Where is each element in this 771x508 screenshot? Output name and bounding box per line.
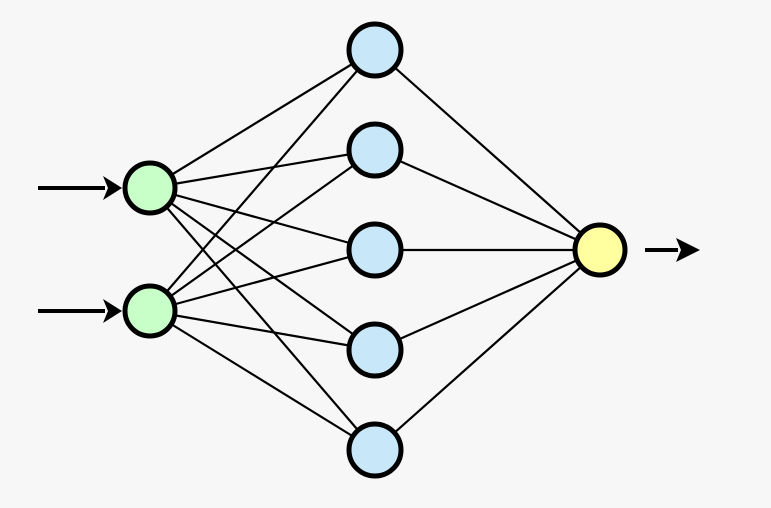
io-arrows-group (38, 176, 700, 323)
hidden-node-2[interactable] (346, 121, 404, 179)
output-arrow-1-head (676, 238, 700, 262)
edge-i1-h3 (148, 186, 377, 252)
edge-i2-h2 (148, 148, 377, 313)
edge-h2-o1 (373, 148, 602, 252)
hidden-node-4[interactable] (346, 321, 404, 379)
edge-h4-o1 (373, 248, 602, 352)
input-arrow-1-head (103, 176, 122, 200)
output-node-1[interactable] (572, 222, 628, 278)
input-arrow-2 (38, 299, 122, 323)
edge-h5-o1 (373, 248, 602, 452)
edge-i2-h5 (148, 309, 377, 452)
hidden-node-5[interactable] (346, 421, 404, 479)
edges-group (148, 48, 602, 452)
hidden-node-3[interactable] (346, 221, 404, 279)
input-arrow-1 (38, 176, 122, 200)
nodes-group (122, 21, 628, 479)
edge-i1-h5 (148, 186, 377, 452)
input-node-1[interactable] (122, 160, 178, 216)
edge-h1-o1 (373, 48, 602, 252)
edge-i2-h4 (148, 309, 377, 352)
output-arrow-1 (645, 238, 700, 262)
input-arrow-2-head (103, 299, 122, 323)
edge-i1-h2 (148, 148, 377, 190)
edge-i2-h1 (148, 48, 377, 313)
edge-i2-h3 (148, 248, 377, 313)
hidden-node-1[interactable] (346, 21, 404, 79)
edge-i1-h1 (148, 48, 377, 190)
input-node-2[interactable] (122, 283, 178, 339)
edge-i1-h4 (148, 186, 377, 352)
